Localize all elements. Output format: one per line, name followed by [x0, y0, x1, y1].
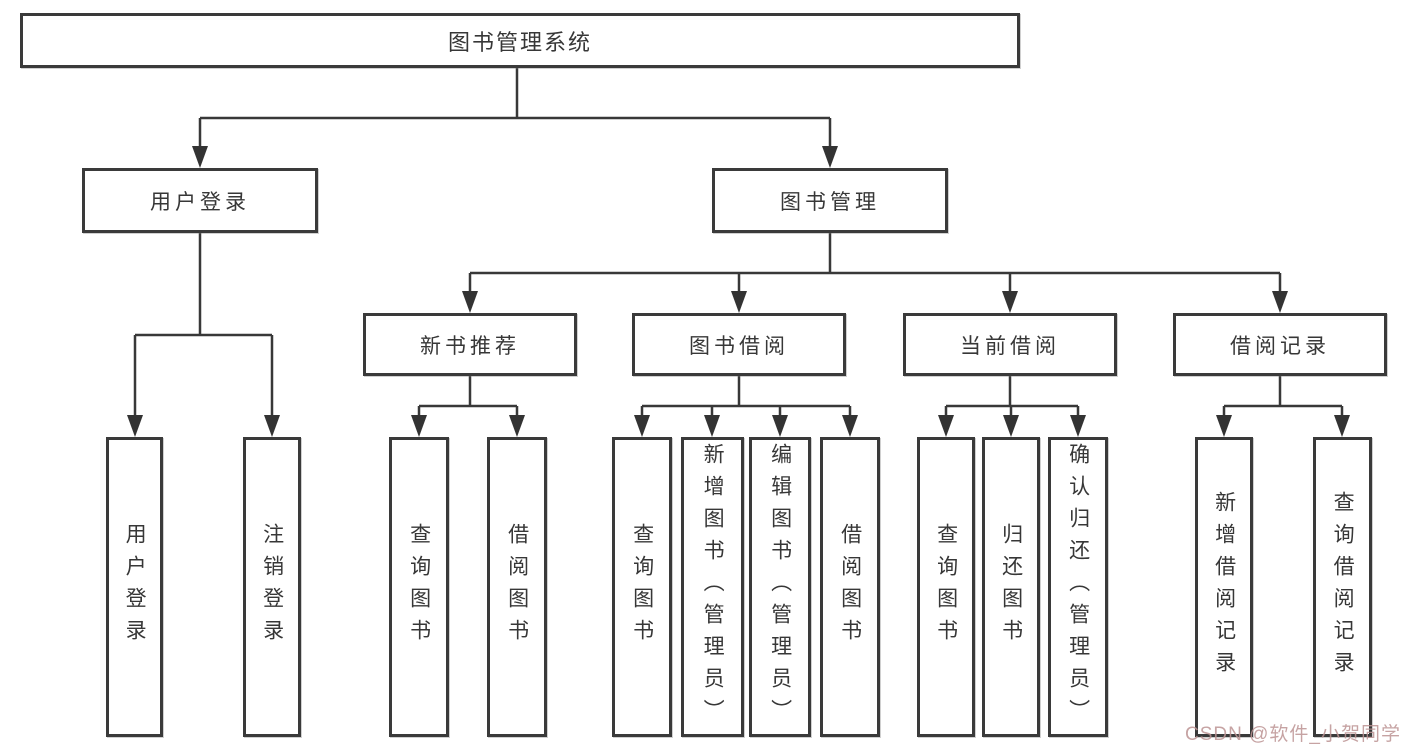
node-label: 新书推荐 — [420, 334, 520, 358]
node-label: 新增借阅记录 — [1212, 491, 1236, 683]
arrowhead — [1272, 291, 1288, 313]
arrowhead — [127, 415, 143, 437]
leaf-user-login: 用户登录 — [106, 437, 163, 737]
node-label: 注销登录 — [260, 523, 284, 651]
leaf-current-query-book: 查询图书 — [917, 437, 975, 737]
leaf-recommend-query-book: 查询图书 — [389, 437, 449, 737]
arrowhead — [704, 415, 720, 437]
arrowhead — [1334, 415, 1350, 437]
node-label: 查询图书 — [934, 523, 958, 651]
node-book-borrow: 图书借阅 — [632, 313, 846, 376]
leaf-records-add-record: 新增借阅记录 — [1195, 437, 1253, 737]
leaf-logout: 注销登录 — [243, 437, 301, 737]
node-label: 借阅记录 — [1230, 334, 1330, 358]
node-label: 新增图书（管理员） — [701, 443, 725, 731]
node-label: 用户登录 — [150, 190, 250, 214]
arrowhead — [842, 415, 858, 437]
node-user-login: 用户登录 — [82, 168, 318, 233]
node-label: 确认归还（管理员） — [1066, 443, 1090, 731]
arrowhead — [822, 146, 838, 168]
leaf-borrow-borrow-book: 借阅图书 — [820, 437, 880, 737]
arrowhead — [1002, 291, 1018, 313]
arrowhead — [938, 415, 954, 437]
leaf-current-confirm-return: 确认归还（管理员） — [1048, 437, 1108, 737]
node-label: 编辑图书（管理员） — [768, 443, 792, 731]
leaf-current-return-book: 归还图书 — [982, 437, 1040, 737]
connector-current-borrow — [938, 376, 1086, 437]
leaf-borrow-edit-book: 编辑图书（管理员） — [749, 437, 811, 737]
connector-book-mgmt — [462, 233, 1288, 313]
arrowhead — [509, 415, 525, 437]
connector-book-borrow — [634, 376, 858, 437]
arrowhead — [411, 415, 427, 437]
leaf-borrow-query-book: 查询图书 — [612, 437, 672, 737]
arrowhead — [1070, 415, 1086, 437]
arrowhead — [634, 415, 650, 437]
node-label: 图书管理系统 — [447, 29, 592, 55]
node-label: 借阅图书 — [505, 523, 529, 651]
leaf-borrow-add-book: 新增图书（管理员） — [681, 437, 744, 737]
node-label: 查询借阅记录 — [1331, 491, 1355, 683]
node-label: 图书管理 — [780, 190, 880, 214]
node-label: 当前借阅 — [960, 334, 1060, 358]
arrowhead — [1216, 415, 1232, 437]
leaf-records-query-record: 查询借阅记录 — [1313, 437, 1372, 737]
node-label: 用户登录 — [123, 523, 147, 651]
node-label: 归还图书 — [999, 523, 1023, 651]
node-label: 查询图书 — [407, 523, 431, 651]
leaf-recommend-borrow-book: 借阅图书 — [487, 437, 547, 737]
arrowhead — [731, 291, 747, 313]
node-label: 图书借阅 — [689, 334, 789, 358]
arrowhead — [1003, 415, 1019, 437]
node-root: 图书管理系统 — [20, 13, 1020, 68]
connector-user-login — [127, 233, 280, 437]
arrowhead — [192, 146, 208, 168]
arrowhead — [462, 291, 478, 313]
connector-root — [192, 67, 838, 168]
node-borrow-records: 借阅记录 — [1173, 313, 1387, 376]
arrowhead — [772, 415, 788, 437]
node-new-book-recommend: 新书推荐 — [363, 313, 577, 376]
connector-borrow-records — [1216, 376, 1350, 437]
node-label: 查询图书 — [630, 523, 654, 651]
node-book-mgmt: 图书管理 — [712, 168, 948, 233]
node-label: 借阅图书 — [838, 523, 862, 651]
arrowhead — [264, 415, 280, 437]
connector-new-book-recommend — [411, 376, 525, 437]
csdn-watermark: CSDN @软件_小贺同学 — [1185, 724, 1401, 745]
node-current-borrow: 当前借阅 — [903, 313, 1117, 376]
